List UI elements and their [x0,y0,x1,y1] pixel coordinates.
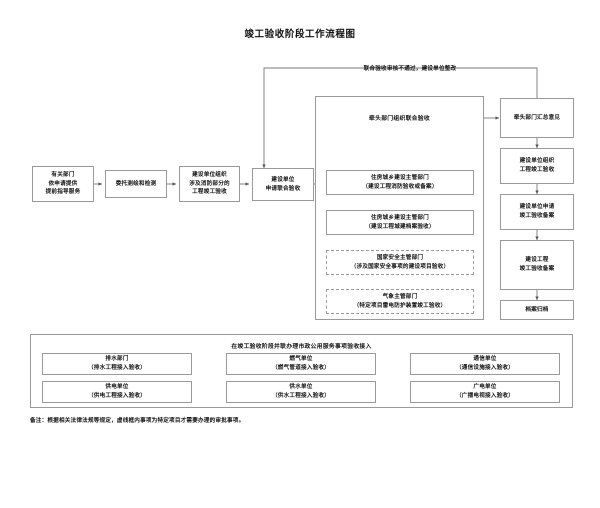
node-right-2-line2: 竣工验收备案 [519,213,555,219]
node-right-1-line1: 建设单位组织 [519,158,555,165]
center-item-2-line1: 国家安全主管部门 [376,254,424,261]
node-right-3[interactable]: 建设工程 竣工验收备案 [500,240,574,290]
node-left-3-line1: 建设单位 [271,176,295,183]
bottom-item-4-line2: （供水工程接入验收） [272,393,330,399]
bottom-item-0-line2: （排水工程接入验收） [88,365,146,371]
node-left-2[interactable]: 建设单位组织 涉及消防部分的 工程竣工验收 [179,166,240,202]
bottom-item-1[interactable]: 燃气单位 （燃气管道接入验收） [226,353,376,375]
bottom-item-4-line1: 供水单位 [289,384,313,391]
node-right-2[interactable]: 建设单位申请 竣工验收备案 [500,194,574,230]
node-right-0[interactable]: 牵头部门汇总意见 [500,98,574,138]
node-right-3-line1: 建设工程 [525,257,549,264]
center-item-3-line1: 气象主管部门 [382,293,418,300]
node-right-1[interactable]: 建设单位组织 工程竣工验收 [500,148,574,184]
node-right-4[interactable]: 档案归档 [500,300,574,320]
bottom-item-1-line2: （燃气管道接入验收） [272,365,330,371]
node-left-3-line2: 申请联合验收 [265,185,301,192]
feedback-loop-label: 联合验收审核不通过，建设单位整改 [363,66,457,72]
node-left-2-line2: 涉及消防部分的 [189,180,230,187]
footer-note: 备注：根据相关法律法规等规定，虚线框内事项为特定项目才需要办理的审批事项。 [30,418,245,424]
bottom-panel-title: 在竣工验收阶段并联办理市政公用服务事项验收接入 [231,344,372,350]
bottom-item-3-line1: 供电单位 [105,384,129,391]
center-item-0-line1: 住房城乡建设主管部门 [371,174,429,181]
center-item-3-line2: （特定项目雷电防护装置竣工验收） [353,302,447,309]
node-right-2-line1: 建设单位申请 [519,204,555,211]
node-left-2-line1: 建设单位组织 [192,172,227,179]
bottom-item-2[interactable]: 通信单位 （通信设施接入验收） [410,353,560,375]
node-left-1-line1: 委托测绘和检测 [115,180,157,187]
center-item-2[interactable]: 国家安全主管部门 （涉及国家安全事项的建设项目验收） [326,250,474,275]
node-left-0-line2: 依申请提供 [48,180,78,187]
bottom-item-1-line1: 燃气单位 [289,356,313,363]
center-panel-title: 牵头部门组织联合验收 [369,116,430,122]
node-left-0-line3: 提前指导服务 [45,189,81,196]
node-right-0-line1: 牵头部门汇总意见 [513,114,561,121]
center-item-1-line1: 住房城乡建设主管部门 [371,214,429,221]
bottom-item-0-line1: 排水部门 [105,356,129,363]
node-left-0-line1: 有关部门 [51,172,75,179]
center-item-2-line2: （涉及国家安全事项的建设项目验收） [350,263,450,270]
node-right-4-line1: 档案归档 [525,306,549,313]
bottom-item-2-line1: 通信单位 [473,356,497,363]
page-title: 竣工验收阶段工作流程图 [244,29,356,40]
node-right-1-line2: 工程竣工验收 [519,167,555,173]
center-item-0-line2: （建设工程消防验收或备案） [362,183,438,190]
center-item-1-line2: （建设工程城建档案验收） [365,223,435,230]
node-left-2-line3: 工程竣工验收 [192,189,227,196]
bottom-item-4[interactable]: 供水单位 （供水工程接入验收） [226,381,376,403]
bottom-item-5[interactable]: 广电单位 （广播电视接入验收） [410,381,560,403]
bottom-item-5-line2: （广播电视接入验收） [456,393,514,399]
bottom-item-5-line1: 广电单位 [473,384,497,391]
center-panel [315,96,484,320]
bottom-item-0[interactable]: 排水部门 （排水工程接入验收） [42,353,192,375]
bottom-item-2-line2: （通信设施接入验收） [456,365,514,371]
center-item-3[interactable]: 气象主管部门 （特定项目雷电防护装置竣工验收） [326,289,474,314]
center-item-1[interactable]: 住房城乡建设主管部门 （建设工程城建档案验收） [326,210,474,235]
bottom-item-3-line2: （供电工程接入验收） [88,393,146,399]
node-left-1[interactable]: 委托测绘和检测 [105,170,167,198]
center-item-0[interactable]: 住房城乡建设主管部门 （建设工程消防验收或备案） [326,170,474,195]
bottom-item-3[interactable]: 供电单位 （供电工程接入验收） [42,381,192,403]
node-left-3[interactable]: 建设单位 申请联合验收 [252,168,314,201]
node-right-3-line2: 竣工验收备案 [519,266,555,272]
node-left-0[interactable]: 有关部门 依申请提供 提前指导服务 [32,166,94,202]
